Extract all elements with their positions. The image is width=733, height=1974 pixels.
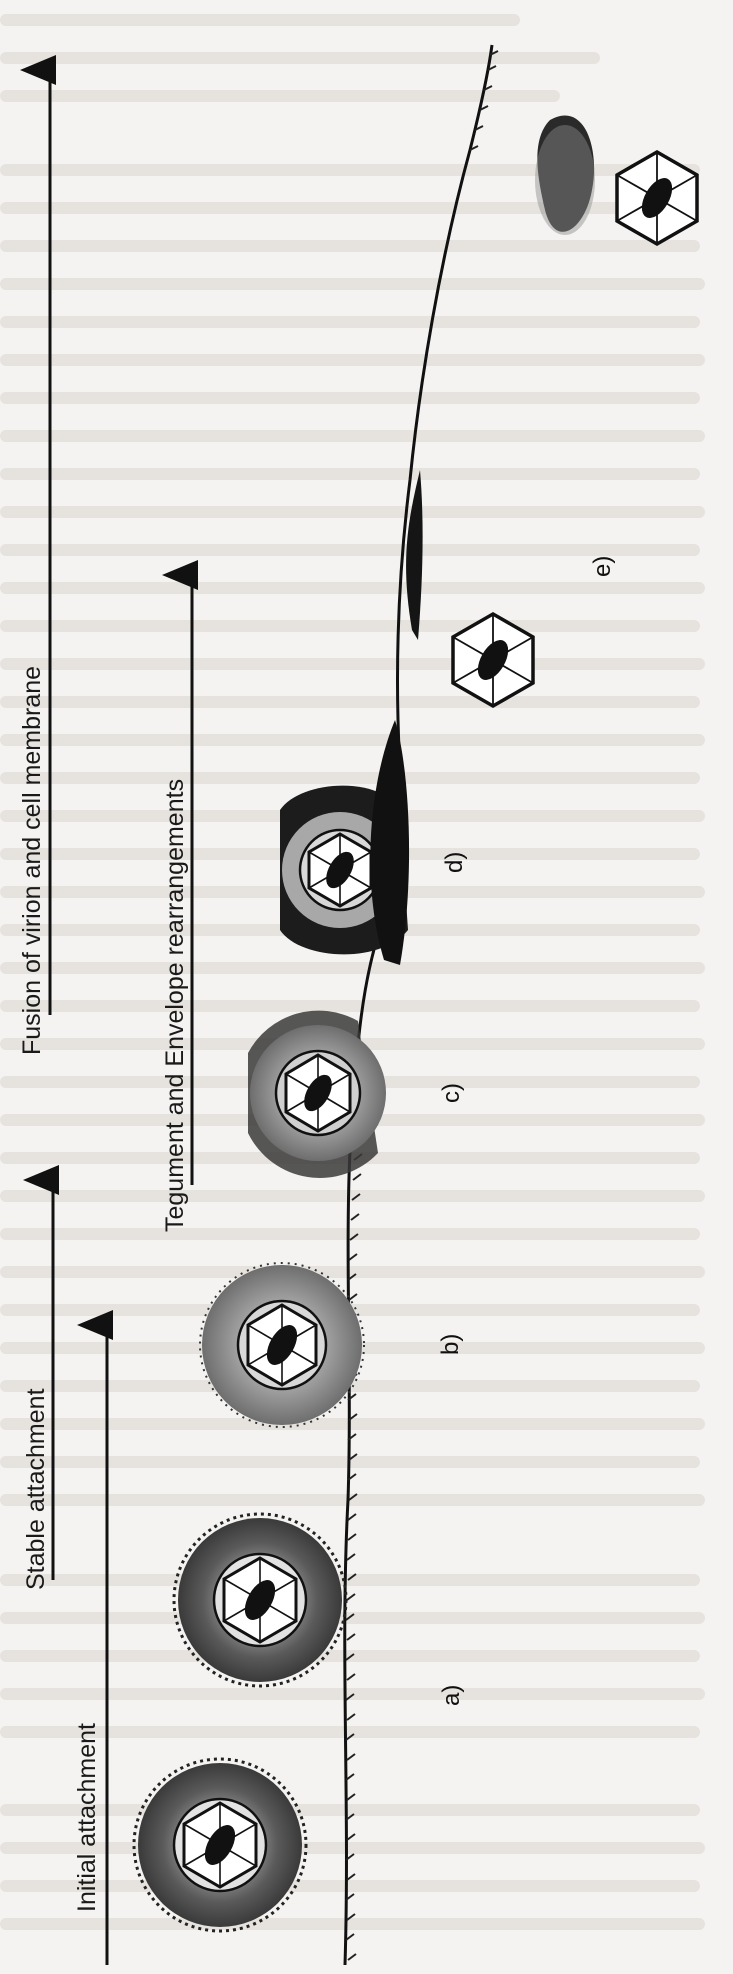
label-fusion: Fusion of virion and cell membrane [18,666,47,1055]
cell-membrane [345,45,492,1965]
membrane-fuzz [346,51,498,1960]
virion-attaching [174,1514,346,1686]
capsid-in-cytoplasm [453,614,533,706]
label-tegument-envelope: Tegument and Envelope rearrangements [161,779,190,1232]
released-tegument-halo [535,125,595,235]
stage-label-e: e) [589,556,617,577]
capsid-near-nucleus [617,152,697,244]
stage-label-c: c) [438,1083,466,1103]
stage-label-a: a) [438,1685,466,1706]
virion-stable-attachment [200,1263,364,1427]
virion-envelope-rearranging [248,1011,386,1178]
stage-label-b: b) [437,1334,465,1355]
label-initial-attachment: Initial attachment [73,1723,102,1912]
virion-initial [134,1759,306,1931]
stage-label-d: d) [441,852,469,873]
label-stable-attachment: Stable attachment [22,1388,51,1590]
